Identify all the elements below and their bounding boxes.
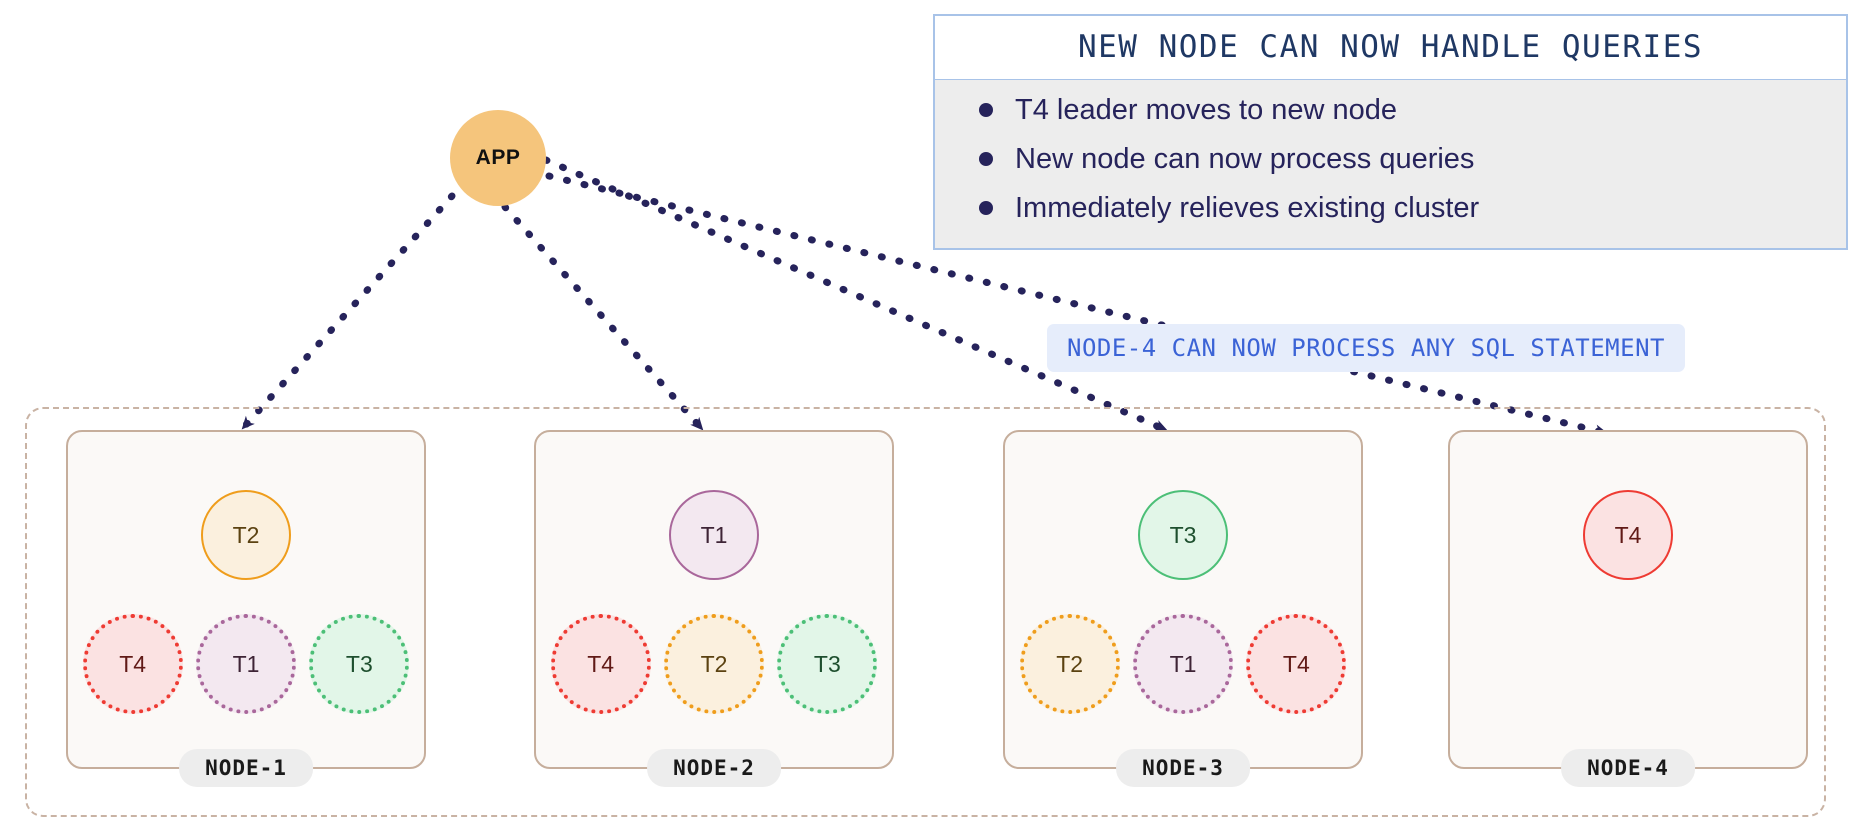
cluster-boundary: [25, 407, 1826, 817]
leader-token-label: T2: [232, 521, 260, 548]
leader-token-node-1[interactable]: T2: [201, 490, 291, 580]
bullet-icon: [979, 152, 993, 167]
replica-token-label: T4: [587, 650, 615, 677]
leader-token-label: T1: [700, 521, 728, 548]
node-label-2: NODE-2: [647, 749, 781, 787]
callout-item-text: New node can now process queries: [1015, 143, 1475, 176]
replica-row-node-3: T2 T1 T4: [1005, 614, 1361, 714]
replica-token[interactable]: T3: [309, 614, 410, 714]
callout-list-item: Immediately relieves existing cluster: [935, 184, 1846, 233]
node-box-4[interactable]: T4 NODE-4: [1448, 430, 1808, 787]
replica-token-label: T2: [1056, 650, 1084, 677]
callout-list-item: T4 leader moves to new node: [935, 86, 1846, 135]
callout-list-item: New node can now process queries: [935, 135, 1846, 184]
replica-token[interactable]: T4: [82, 614, 183, 714]
callout-panel: NEW NODE CAN NOW HANDLE QUERIES T4 leade…: [933, 14, 1848, 250]
app-node-label: APP: [475, 146, 521, 169]
leader-token-label: T4: [1614, 521, 1642, 548]
replica-token[interactable]: T4: [550, 614, 651, 714]
replica-token[interactable]: T4: [1246, 614, 1347, 714]
callout-body: T4 leader moves to new node New node can…: [935, 80, 1846, 248]
replica-token-label: T4: [119, 650, 147, 677]
replica-token-label: T2: [700, 650, 728, 677]
node-label-4: NODE-4: [1561, 749, 1695, 787]
replica-token-label: T3: [345, 650, 373, 677]
leader-token-node-4[interactable]: T4: [1583, 490, 1673, 580]
replica-token[interactable]: T2: [1019, 614, 1120, 714]
replica-token-label: T1: [1169, 650, 1197, 677]
replica-token-label: T1: [232, 650, 260, 677]
leader-token-label: T3: [1169, 521, 1197, 548]
replica-token-label: T4: [1282, 650, 1310, 677]
leader-token-node-3[interactable]: T3: [1138, 490, 1228, 580]
leader-token-node-2[interactable]: T1: [669, 490, 759, 580]
node-box-2[interactable]: T1 T4 T2 T3 NODE-2: [534, 430, 894, 787]
callout-title: NEW NODE CAN NOW HANDLE QUERIES: [935, 16, 1846, 80]
app-node[interactable]: APP: [450, 110, 546, 206]
replica-token-label: T3: [813, 650, 841, 677]
bullet-icon: [979, 103, 993, 117]
node-label-1: NODE-1: [179, 749, 313, 787]
replica-row-node-1: T4 T1 T3: [68, 614, 424, 714]
callout-item-text: Immediately relieves existing cluster: [1015, 192, 1480, 225]
bullet-icon: [979, 201, 993, 216]
callout-item-text: T4 leader moves to new node: [1015, 94, 1398, 126]
sub-badge: NODE-4 CAN NOW PROCESS ANY SQL STATEMENT: [1047, 324, 1685, 372]
node-label-3: NODE-3: [1116, 749, 1250, 787]
replica-token[interactable]: T3: [777, 614, 878, 714]
node-box-1[interactable]: T2 T4 T1 T3 NODE-1: [66, 430, 426, 787]
arrow-app-to-node-1: [239, 192, 456, 432]
arrow-app-to-node-2: [501, 203, 706, 433]
replica-row-node-2: T4 T2 T3: [536, 614, 892, 714]
node-box-3[interactable]: T3 T2 T1 T4 NODE-3: [1003, 430, 1363, 787]
replica-token[interactable]: T1: [195, 614, 296, 714]
replica-token[interactable]: T2: [663, 614, 764, 714]
replica-token[interactable]: T1: [1132, 614, 1233, 714]
